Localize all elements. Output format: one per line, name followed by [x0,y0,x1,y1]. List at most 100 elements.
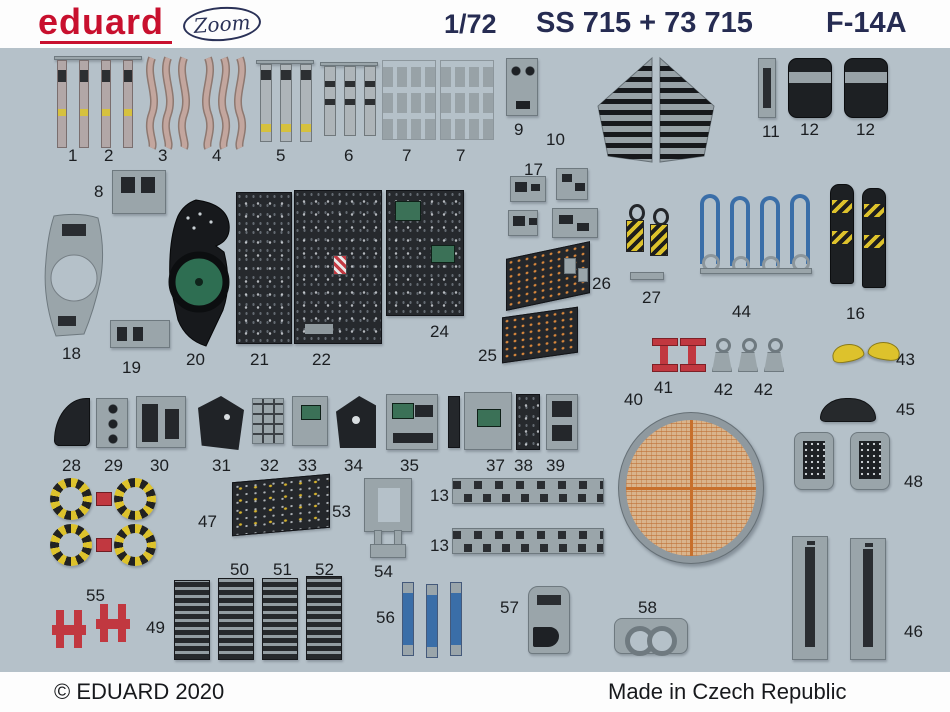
part-number-47: 47 [198,512,217,531]
part-number-1: 1 [68,146,78,165]
blue-strip [450,582,462,656]
pe-part-5-belts [256,58,314,146]
red-link [96,492,112,506]
screen-panel [464,392,512,450]
pe-part-33 [292,396,328,446]
part-number-46: 46 [904,622,923,641]
pe-part-55-red-brackets [52,604,132,648]
pe-part-41-red-bracket [652,338,678,372]
pe-part-21-instrument-panel [236,192,292,344]
pe-part-58 [614,618,688,656]
part-number-53: 53 [332,502,351,521]
part-number-5: 5 [276,146,286,165]
scale-label: 1/72 [444,9,497,39]
blue-strip [402,582,414,656]
fret-board [0,48,950,672]
part-number-19: 19 [122,358,141,377]
pe-part-19 [110,320,170,348]
pe-part-3-harness-straps [145,56,190,150]
pe-part-39 [546,394,578,450]
belt-strip [344,66,356,136]
side-panel [850,432,890,490]
striped-ring [114,524,156,566]
striped-handle [650,208,669,270]
part-number-45: 45 [896,400,915,419]
belt-strip [324,66,336,136]
part-number-9: 9 [514,120,524,139]
part-number-42: 42 [714,380,733,399]
part-number-10: 10 [546,130,565,149]
belt-strip [101,60,111,148]
pe-part-37 [448,392,512,452]
louver-comb [218,578,254,660]
pe-part-6-belts [320,60,378,140]
pe-part-22-instrument-panel [294,190,382,344]
pe-part-53-console [232,473,330,537]
part-number-27: 27 [642,288,661,307]
pe-part-26 [564,258,590,288]
pe-parts-1-2-seatbelts [54,56,142,150]
part-number-13: 13 [430,536,449,555]
part-number-22: 22 [312,350,331,369]
copyright-text: © EDUARD 2020 [54,679,225,704]
product-code: SS 715 + 73 715 [536,7,753,39]
part-number-41: 41 [654,378,673,397]
part-number-2: 2 [104,146,114,165]
louver-comb [174,580,210,660]
console-panel [502,306,578,364]
part-number-33: 33 [298,456,317,475]
part-number-44: 44 [732,302,751,321]
pe-part-40-mesh-dish [618,412,764,564]
part-number-40: 40 [624,390,643,409]
part-number-6: 6 [344,146,354,165]
blue-handle [700,194,720,272]
part-number-51: 51 [273,560,292,579]
pe-part-11 [758,58,776,118]
made-in-text: Made in Czech Republic [608,679,847,704]
part-number-42: 42 [754,380,773,399]
part-number-37: 37 [486,456,505,475]
header-bar: eduard Zoom 1/72 SS 715 + 73 715 F-14A [0,0,950,48]
part-number-50: 50 [230,560,249,579]
part-number-20: 20 [186,350,205,369]
blue-strip [426,584,438,658]
pe-part-42 [712,338,731,370]
pe-part-35 [386,394,438,450]
part-number-32: 32 [260,456,279,475]
part-number-8: 8 [94,182,104,201]
fret-runner [320,62,378,66]
small-panel [448,396,460,448]
part-number-26: 26 [592,274,611,293]
pe-part-16-ejection-handle [862,188,886,288]
belt-strip [123,60,133,148]
pe-part-4-harness-straps [202,56,247,150]
red-bracket [52,610,86,648]
belt-strip [364,66,376,136]
fret-runner [700,268,812,274]
part-number-38: 38 [514,456,533,475]
blue-handle [760,196,780,274]
part-number-43: 43 [896,350,915,369]
part-number-57: 57 [500,598,519,617]
pe-part-20-scope-panel [168,199,230,347]
small-panel [510,176,546,202]
striped-ring [50,478,92,520]
belt-strip [79,60,89,148]
part-number-7: 7 [456,146,466,165]
pe-part-24-panel [386,190,464,316]
small-part [578,268,588,282]
pe-part-13-strip [452,478,604,504]
part-number-28: 28 [62,456,81,475]
part-number-56: 56 [376,608,395,627]
pe-part-13-strip [452,528,604,554]
part-number-39: 39 [546,456,565,475]
pe-part-56-strips [402,582,464,658]
frame-arch [364,478,412,532]
pe-part-41-red-bracket [680,338,706,372]
pe-part-47-grab-rings [50,478,160,570]
red-link [96,538,112,552]
part-number-48: 48 [904,472,923,491]
pe-part-7-buckles [440,60,494,140]
pe-part-27-pull-handles [626,204,670,286]
pe-part-44-wire-handles [700,194,814,280]
